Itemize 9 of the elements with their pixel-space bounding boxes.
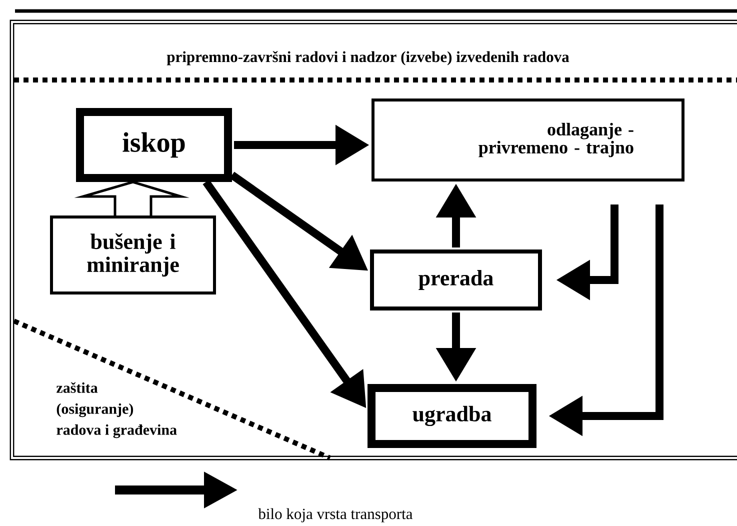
- process-box: odlaganje - privremeno - trajno: [372, 98, 684, 182]
- arrow: [74, 180, 190, 217]
- process-box: iskop: [76, 108, 232, 182]
- section-heading: zaštita (osiguranje) radova i građevina: [56, 382, 177, 438]
- process-box: bušenje i miniranje: [50, 216, 216, 294]
- legend-label: bilo koja vrsta transporta: [258, 508, 413, 522]
- process-box: ugradba: [368, 384, 536, 448]
- process-box: prerada: [370, 250, 542, 310]
- section-heading: pripremno-završni radovi i nadzor (izvebe) izvedenih radova: [166, 51, 570, 66]
